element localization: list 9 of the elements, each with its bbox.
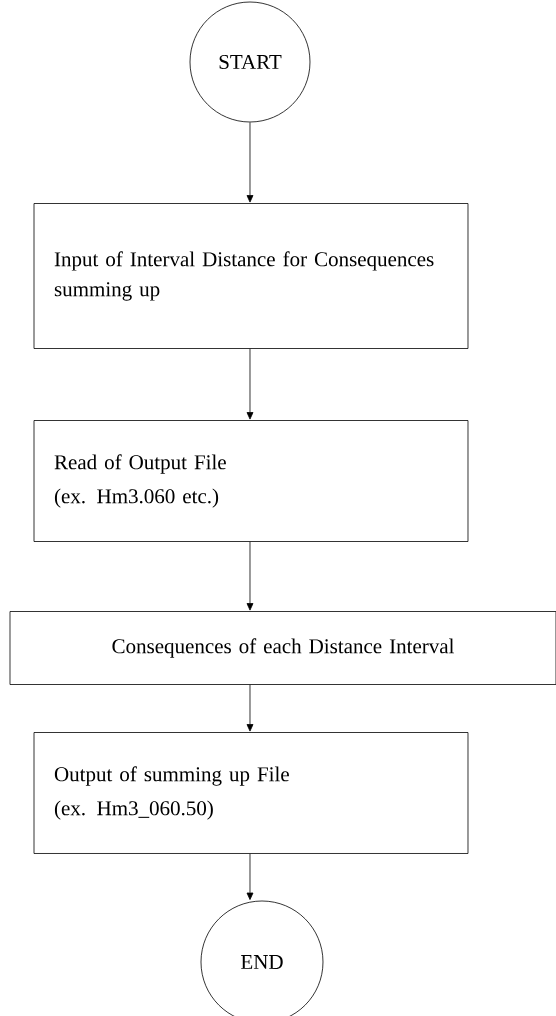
- process-box: Read of Output File (ex. Hm3.060 etc.): [33, 420, 469, 542]
- arrow: [246, 348, 254, 420]
- arrow: [246, 684, 254, 732]
- arrow: [246, 541, 254, 611]
- process-box: Input of Interval Distance for Consequences summing up: [33, 203, 469, 349]
- arrow: [246, 853, 254, 900]
- process-box: Consequences of each Distance Interval: [9, 611, 556, 685]
- arrow: [246, 122, 254, 203]
- process-box: Output of summing up File (ex. Hm3_060.50): [33, 732, 469, 854]
